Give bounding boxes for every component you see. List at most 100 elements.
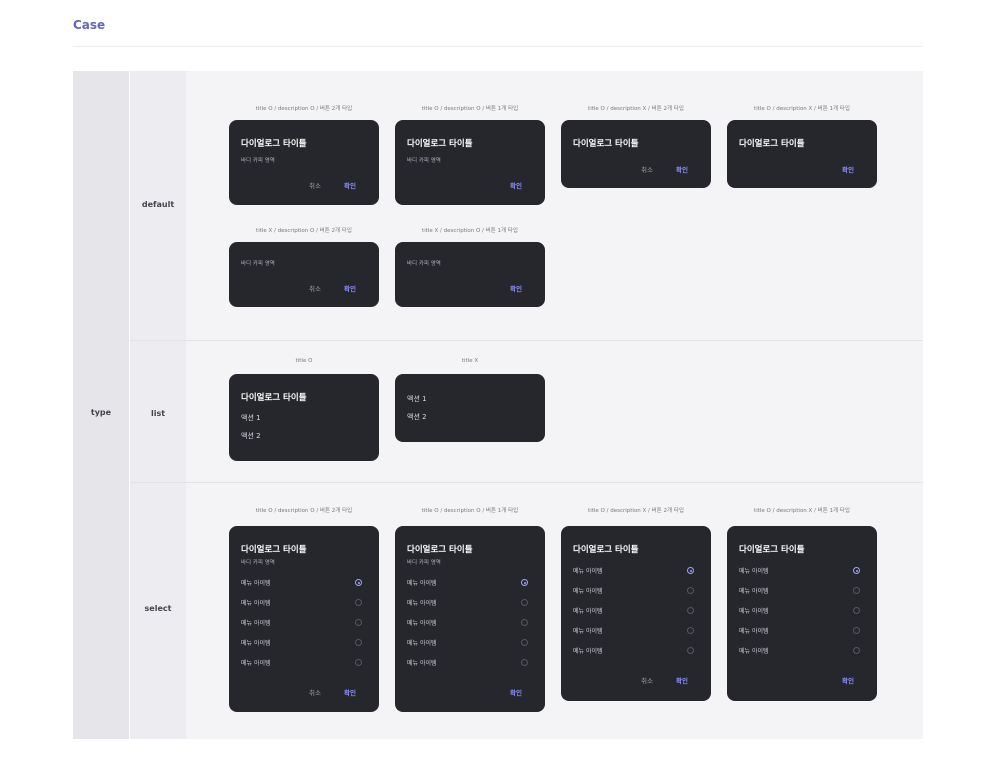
confirm-button[interactable]: 확인 — [510, 182, 522, 190]
confirm-button[interactable]: 확인 — [510, 689, 522, 697]
radio-icon[interactable] — [355, 639, 362, 646]
dialog-description: 바디 카피 영역 — [407, 158, 441, 164]
row-separator — [130, 340, 923, 341]
radio-selected-icon[interactable] — [521, 579, 528, 586]
list-dialog-no-title: 액션 1 액션 2 — [395, 374, 545, 442]
menu-item[interactable]: 메뉴 아이템 — [241, 620, 271, 627]
confirm-button[interactable]: 확인 — [842, 166, 854, 174]
dialog-title: 다이얼로그 타이틀 — [573, 545, 639, 555]
dialog-description: 바디 카피 영역 — [241, 261, 275, 267]
type-label: type — [90, 408, 112, 417]
row-label-column — [130, 71, 186, 739]
radio-selected-icon[interactable] — [355, 579, 362, 586]
menu-item[interactable]: 메뉴 아이템 — [573, 648, 603, 655]
menu-item[interactable]: 메뉴 아이템 — [241, 580, 271, 587]
dialog-title: 다이얼로그 타이틀 — [241, 545, 307, 555]
radio-icon[interactable] — [355, 659, 362, 666]
cancel-button[interactable]: 취소 — [309, 182, 321, 190]
radio-selected-icon[interactable] — [853, 567, 860, 574]
list-item[interactable]: 액션 1 — [407, 395, 427, 403]
list-item[interactable]: 액션 2 — [241, 432, 261, 440]
radio-icon[interactable] — [853, 647, 860, 654]
dialog-title: 다이얼로그 타이틀 — [739, 139, 805, 149]
menu-item[interactable]: 메뉴 아이템 — [407, 600, 437, 607]
cell-label: title O / description X / 버튼 2개 타입 — [588, 508, 684, 514]
dialog-title: 다이얼로그 타이틀 — [573, 139, 639, 149]
radio-icon[interactable] — [687, 627, 694, 634]
radio-icon[interactable] — [521, 599, 528, 606]
cancel-button[interactable]: 취소 — [641, 166, 653, 174]
cell-label: title X — [461, 358, 479, 364]
cell-label: title O / description O / 버튼 1개 타입 — [421, 106, 519, 112]
cell-label: title O / description X / 버튼 2개 타입 — [588, 106, 684, 112]
dialog-description: 바디 카피 영역 — [407, 261, 441, 267]
cancel-button[interactable]: 취소 — [641, 677, 653, 685]
dialog-title-2btn: 다이얼로그 타이틀 취소 확인 — [561, 120, 711, 188]
radio-icon[interactable] — [853, 587, 860, 594]
row-label-select: select — [144, 604, 172, 613]
menu-item[interactable]: 메뉴 아이템 — [407, 640, 437, 647]
select-dialog-title-desc-1btn: 다이얼로그 타이틀 바디 카피 영역 메뉴 아이템 메뉴 아이템 메뉴 아이템 … — [395, 526, 545, 712]
dialog-title-desc-2btn: 다이얼로그 타이틀 바디 카피 영역 취소 확인 — [229, 120, 379, 205]
dialog-title: 다이얼로그 타이틀 — [407, 545, 473, 555]
radio-icon[interactable] — [687, 607, 694, 614]
menu-item[interactable]: 메뉴 아이템 — [573, 588, 603, 595]
menu-item[interactable]: 메뉴 아이템 — [573, 628, 603, 635]
menu-item[interactable]: 메뉴 아이템 — [241, 660, 271, 667]
menu-item[interactable]: 메뉴 아이템 — [739, 568, 769, 575]
dialog-title: 다이얼로그 타이틀 — [241, 139, 307, 149]
select-dialog-title-desc-2btn: 다이얼로그 타이틀 바디 카피 영역 메뉴 아이템 메뉴 아이템 메뉴 아이템 … — [229, 526, 379, 712]
menu-item[interactable]: 메뉴 아이템 — [739, 608, 769, 615]
radio-icon[interactable] — [521, 659, 528, 666]
cell-label: title X / description O / 버튼 1개 타입 — [422, 228, 518, 234]
cancel-button[interactable]: 취소 — [309, 285, 321, 293]
menu-item[interactable]: 메뉴 아이템 — [739, 588, 769, 595]
radio-icon[interactable] — [687, 647, 694, 654]
dialog-description: 바디 카피 영역 — [241, 560, 275, 566]
page-title: Case — [73, 18, 106, 32]
type-column: type — [73, 71, 129, 739]
menu-item[interactable]: 메뉴 아이템 — [573, 608, 603, 615]
cancel-button[interactable]: 취소 — [309, 689, 321, 697]
cell-label: title O / description X / 버튼 1개 타입 — [754, 106, 850, 112]
menu-item[interactable]: 메뉴 아이템 — [407, 580, 437, 587]
select-dialog-title-1btn: 다이얼로그 타이틀 메뉴 아이템 메뉴 아이템 메뉴 아이템 메뉴 아이템 메뉴… — [727, 526, 877, 701]
menu-item[interactable]: 메뉴 아이템 — [241, 640, 271, 647]
radio-icon[interactable] — [853, 627, 860, 634]
list-dialog-with-title: 다이얼로그 타이틀 액션 1 액션 2 — [229, 374, 379, 461]
list-item[interactable]: 액션 2 — [407, 413, 427, 421]
select-dialog-title-2btn: 다이얼로그 타이틀 메뉴 아이템 메뉴 아이템 메뉴 아이템 메뉴 아이템 메뉴… — [561, 526, 711, 701]
confirm-button[interactable]: 확인 — [344, 182, 356, 190]
radio-icon[interactable] — [521, 639, 528, 646]
menu-item[interactable]: 메뉴 아이템 — [407, 660, 437, 667]
dialog-title: 다이얼로그 타이틀 — [739, 545, 805, 555]
confirm-button[interactable]: 확인 — [344, 689, 356, 697]
menu-item[interactable]: 메뉴 아이템 — [739, 648, 769, 655]
dialog-title-1btn: 다이얼로그 타이틀 확인 — [727, 120, 877, 188]
dialog-description: 바디 카피 영역 — [241, 158, 275, 164]
list-item[interactable]: 액션 1 — [241, 414, 261, 422]
confirm-button[interactable]: 확인 — [344, 285, 356, 293]
radio-icon[interactable] — [687, 587, 694, 594]
cell-label: title O / description X / 버튼 1개 타입 — [754, 508, 850, 514]
menu-item[interactable]: 메뉴 아이템 — [241, 600, 271, 607]
cell-label: title O — [295, 358, 313, 364]
confirm-button[interactable]: 확인 — [676, 166, 688, 174]
dialog-desc-2btn: 바디 카피 영역 취소 확인 — [229, 242, 379, 307]
confirm-button[interactable]: 확인 — [676, 677, 688, 685]
radio-icon[interactable] — [521, 619, 528, 626]
dialog-description: 바디 카피 영역 — [407, 560, 441, 566]
menu-item[interactable]: 메뉴 아이템 — [407, 620, 437, 627]
dialog-desc-1btn: 바디 카피 영역 확인 — [395, 242, 545, 307]
row-separator — [130, 482, 923, 483]
dialog-title-desc-1btn: 다이얼로그 타이틀 바디 카피 영역 확인 — [395, 120, 545, 205]
radio-icon[interactable] — [355, 599, 362, 606]
menu-item[interactable]: 메뉴 아이템 — [573, 568, 603, 575]
confirm-button[interactable]: 확인 — [510, 285, 522, 293]
confirm-button[interactable]: 확인 — [842, 677, 854, 685]
radio-selected-icon[interactable] — [687, 567, 694, 574]
radio-icon[interactable] — [853, 607, 860, 614]
menu-item[interactable]: 메뉴 아이템 — [739, 628, 769, 635]
radio-icon[interactable] — [355, 619, 362, 626]
dialog-title: 다이얼로그 타이틀 — [241, 393, 307, 403]
